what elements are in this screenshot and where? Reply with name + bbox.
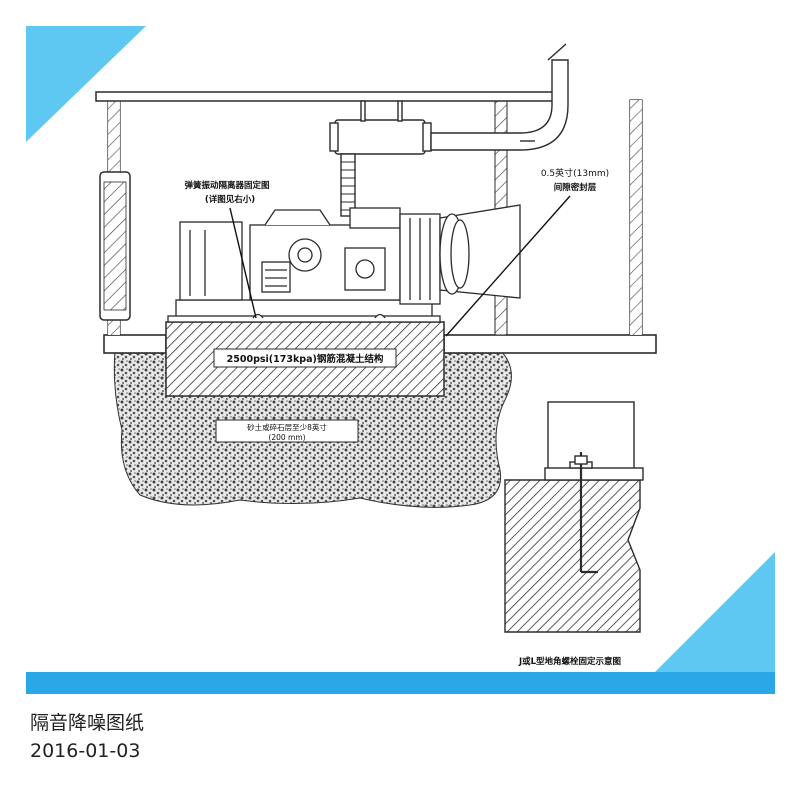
soil-label-box <box>215 419 359 443</box>
generator-set <box>167 204 521 323</box>
gap-leader <box>445 195 571 337</box>
spring-mount-leader <box>229 207 257 319</box>
bolt-detail-label: J或L型地角螺栓固定示意图 <box>518 656 621 667</box>
caption-date: 2016-01-03 <box>30 740 141 762</box>
ceiling-beam <box>95 91 557 102</box>
wall-silencer <box>99 171 131 321</box>
anchor-bolt-detail <box>504 401 644 633</box>
right-wall <box>629 99 643 336</box>
spring-mount-label: 弹簧振动隔离器固定图 <box>184 180 269 191</box>
concrete-label-box <box>213 348 397 368</box>
gap-seal-label: 间隙密封层 <box>554 182 597 193</box>
floor-slab <box>103 334 657 354</box>
corner-triangle-bottom-right <box>655 552 775 672</box>
soil-label: 砂土或碎石层至少8英寸 <box>247 422 327 432</box>
corner-triangle-top-left <box>26 26 146 142</box>
concrete-label: 2500psi(173kpa)钢筋混凝土结构 <box>227 353 384 365</box>
blue-bottom-bar <box>26 672 775 694</box>
gap-label: 0.5英寸(13mm) <box>541 167 609 179</box>
soil-label-mm: (200 mm) <box>268 433 305 442</box>
exhaust-muffler <box>329 43 569 217</box>
caption-title: 隔音降噪图纸 <box>30 712 145 734</box>
spring-mount-detail-label: (详图见右小) <box>205 194 255 205</box>
